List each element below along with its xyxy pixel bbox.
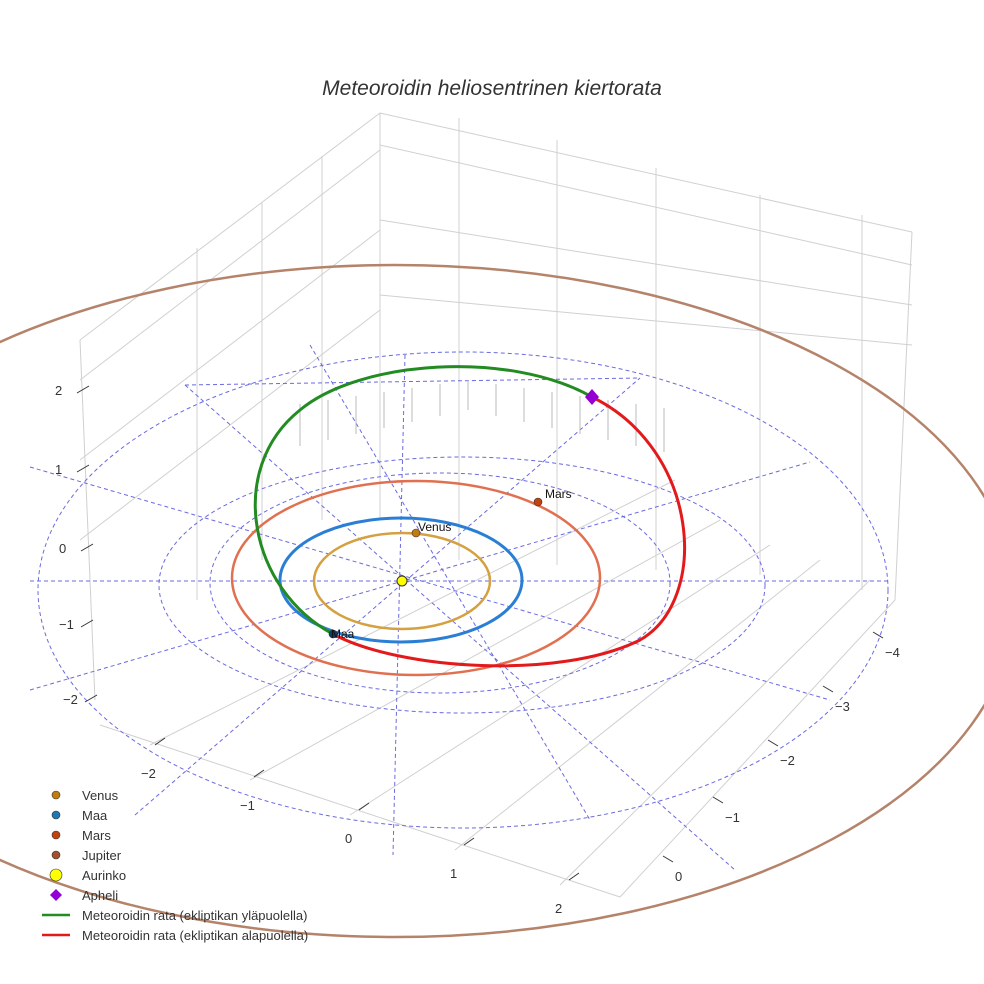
earth-orbit: [278, 516, 524, 644]
legend-label: Meteoroidin rata (ekliptikan yläpuolella…: [82, 908, 307, 923]
grid-circle: [209, 472, 671, 694]
earth-marker: [328, 629, 338, 639]
legend-marker: [51, 810, 61, 820]
venus-label: Venus: [418, 520, 451, 534]
grid-line: [559, 579, 871, 886]
z-tick-label: −1: [59, 617, 74, 632]
legend-label: Jupiter: [82, 848, 122, 863]
legend-item[interactable]: Apheli: [50, 888, 118, 903]
x-tick: [568, 872, 580, 881]
mars-orbit: [230, 479, 602, 677]
grid-line: [349, 544, 771, 816]
legend-item[interactable]: Meteoroidin rata (ekliptikan alapuolella…: [42, 928, 308, 943]
meteoroid-orbit-below: [332, 395, 687, 668]
legend-item[interactable]: Venus: [51, 788, 119, 803]
y-tick: [712, 796, 724, 804]
chart-title: Meteoroidin heliosentrinen kiertorata: [322, 77, 662, 100]
meteoroid-orbit-above: [253, 365, 593, 636]
y-tick-label: −2: [780, 753, 795, 768]
radial-grid-line: [29, 461, 811, 691]
legend-label: Aurinko: [82, 868, 126, 883]
radial-grid-line: [134, 377, 641, 816]
legend-item[interactable]: Mars: [51, 828, 111, 843]
legend-marker: [51, 790, 61, 800]
z-tick: [80, 619, 94, 628]
legend-label: Mars: [82, 828, 111, 843]
grid-line: [79, 112, 381, 341]
jupiter-orbit: [0, 263, 984, 939]
legend-item[interactable]: Maa: [51, 808, 108, 823]
x-tick-label: −1: [240, 798, 255, 813]
grid-line: [79, 339, 96, 701]
legend-label: Apheli: [82, 888, 118, 903]
legend-label: Meteoroidin rata (ekliptikan alapuolella…: [82, 928, 308, 943]
grid-line: [149, 479, 676, 746]
grid-circle: [158, 456, 766, 714]
radial-grid-line: [309, 344, 591, 821]
grid-line: [379, 144, 913, 266]
radial-grid-line: [184, 384, 736, 871]
z-tick: [76, 464, 90, 473]
earth-label: Maa: [331, 627, 355, 641]
z-tick-label: 0: [59, 541, 66, 556]
z-tick: [84, 694, 98, 703]
grid-line: [79, 229, 381, 461]
radial-grid-line: [392, 354, 406, 856]
grid-line: [99, 724, 621, 898]
legend-label: Maa: [82, 808, 108, 823]
z-tick: [76, 385, 90, 394]
legend-marker: [50, 889, 62, 901]
grid-line: [619, 599, 896, 898]
venus-orbit: [312, 531, 492, 631]
sun-marker: [396, 575, 408, 587]
grid-line: [379, 294, 913, 346]
aphelion-marker: [585, 389, 599, 405]
x-tick: [358, 802, 370, 811]
mars-label: Mars: [545, 487, 572, 501]
z-tick-label: −2: [63, 692, 78, 707]
radial-grid-line: [29, 466, 831, 701]
legend-item[interactable]: Aurinko: [49, 868, 126, 883]
x-tick-label: 0: [345, 831, 352, 846]
y-tick: [767, 739, 779, 747]
y-tick-label: −4: [885, 645, 900, 660]
x-tick-label: −2: [141, 766, 156, 781]
y-tick-label: −3: [835, 699, 850, 714]
x-tick: [154, 737, 166, 746]
y-tick: [872, 631, 884, 639]
y-tick-label: −1: [725, 810, 740, 825]
grid-line: [79, 149, 381, 381]
y-tick: [822, 685, 834, 693]
x-tick: [463, 837, 475, 846]
venus-marker: [411, 528, 421, 538]
legend-item[interactable]: Jupiter: [51, 848, 122, 863]
x-tick-label: 2: [555, 901, 562, 916]
grid-line: [454, 559, 821, 851]
y-tick: [662, 855, 674, 863]
mars-marker: [533, 497, 543, 507]
grid-line: [379, 219, 913, 306]
radial-grid-line: [184, 377, 641, 386]
legend-marker: [51, 850, 61, 860]
grid-circle: [37, 351, 889, 829]
legend-marker: [51, 830, 61, 840]
z-tick-label: 2: [55, 383, 62, 398]
x-tick-label: 1: [450, 866, 457, 881]
grid-line: [379, 112, 913, 233]
legend-marker: [49, 868, 63, 882]
x-tick: [253, 769, 265, 778]
legend-item[interactable]: Meteoroidin rata (ekliptikan yläpuolella…: [42, 908, 307, 923]
z-tick: [80, 543, 94, 552]
z-tick-label: 1: [55, 462, 62, 477]
grid-line: [79, 309, 381, 541]
legend-label: Venus: [82, 788, 119, 803]
y-tick-label: 0: [675, 869, 682, 884]
grid-line: [894, 231, 913, 601]
